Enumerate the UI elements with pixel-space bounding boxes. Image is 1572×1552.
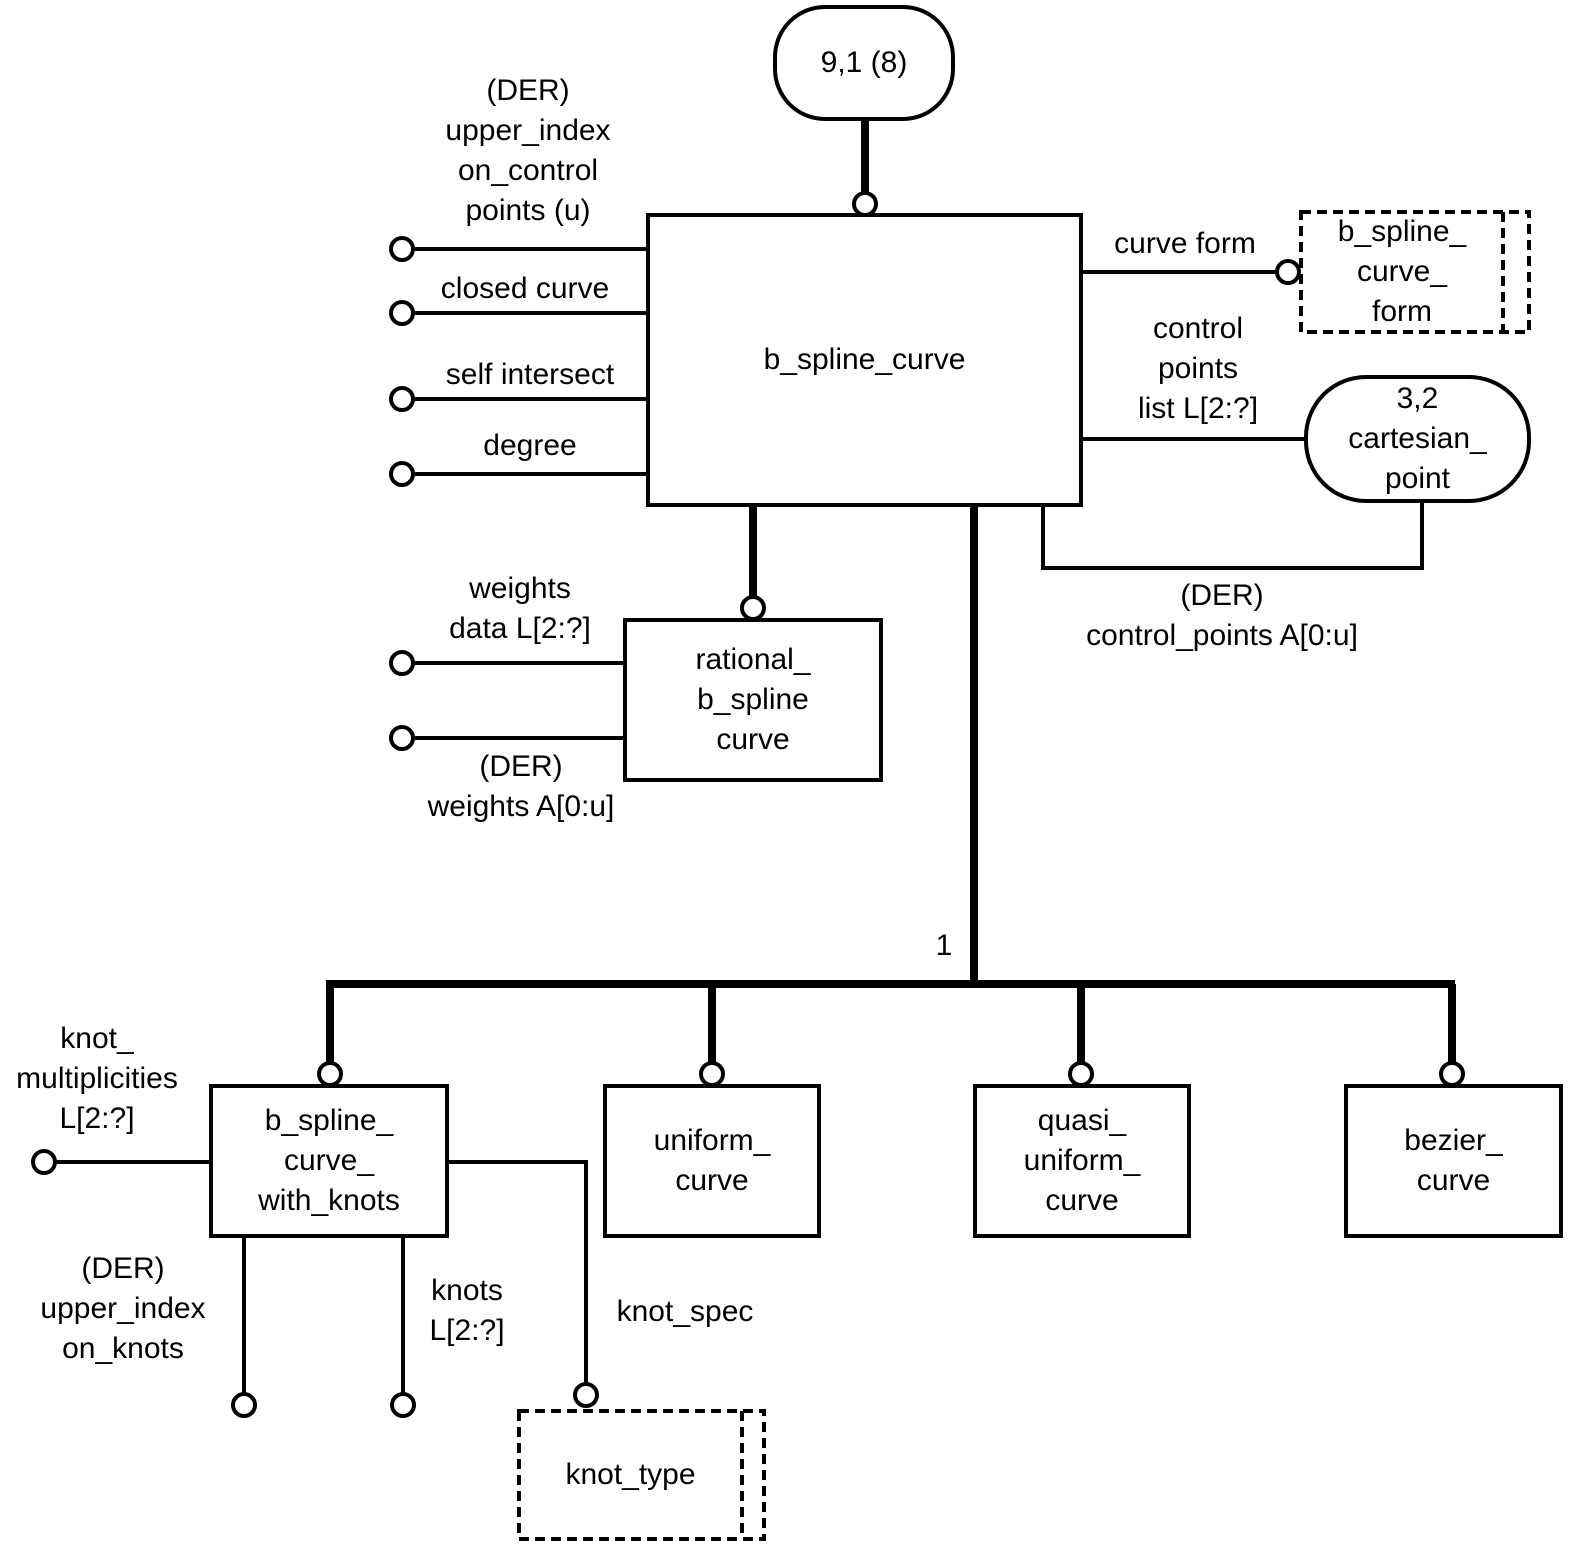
knots-list-label: knots L[2:?] <box>429 1274 505 1347</box>
curve-form-type-box <box>1299 210 1531 334</box>
page-ref-end-circle <box>852 191 878 217</box>
knot-spec-line <box>447 1160 588 1384</box>
weights-data-circle <box>389 650 415 676</box>
knot-multiplicities-label: knot_ multiplicities L[2:?] <box>16 1022 178 1135</box>
curve-form-circle <box>1275 259 1301 285</box>
upper-index-knots-label: (DER) upper_index on_knots <box>40 1252 206 1365</box>
knot-spec-label: knot_spec <box>616 1295 754 1328</box>
self-intersect-circle <box>389 386 415 412</box>
subtype-cardinality: 1 <box>935 929 953 962</box>
b-spline-curve-box <box>646 213 1083 507</box>
subtype-circle-2 <box>699 1061 725 1087</box>
cartesian-point-ref[interactable]: 3,2 cartesian_ point <box>1348 382 1487 495</box>
subtype-quasi-uniform-curve[interactable]: quasi_ uniform_ curve <box>1023 1104 1141 1217</box>
attr-degree-label: degree <box>483 429 577 462</box>
subtype-bezier-curve[interactable]: bezier_ curve <box>1404 1124 1503 1197</box>
degree-circle <box>389 461 415 487</box>
upper-index-circle <box>389 236 415 262</box>
knot-multiplicities-circle <box>31 1149 57 1175</box>
knots-circle <box>390 1392 416 1418</box>
derived-weights-circle <box>389 725 415 751</box>
rational-end-circle <box>740 595 766 621</box>
page-reference[interactable]: 9,1 (8) <box>820 46 908 79</box>
knot-type-box <box>517 1409 766 1541</box>
subtype-circle-1 <box>317 1061 343 1087</box>
derived-weights-label: (DER) weights A[0:u] <box>427 750 615 823</box>
curve-form-label: curve form <box>1114 227 1256 260</box>
attr-self-intersect-label: self intersect <box>445 358 615 391</box>
derived-control-points-label: (DER) control_points A[0:u] <box>1086 579 1358 652</box>
subtype-uniform-curve[interactable]: uniform_ curve <box>653 1124 771 1197</box>
rational-entity-name[interactable]: rational_ b_spline curve <box>695 643 811 756</box>
subtype-box-3 <box>973 1084 1191 1238</box>
subtype-box-2 <box>603 1084 821 1238</box>
curve-form-type[interactable]: b_spline_ curve_ form <box>1337 215 1467 328</box>
attr-closed-curve-label: closed curve <box>440 272 610 305</box>
knot-type[interactable]: knot_type <box>565 1458 696 1491</box>
main-entity-name[interactable]: b_spline_curve <box>763 343 966 376</box>
knot-spec-circle <box>573 1382 599 1408</box>
derived-control-points-line <box>1041 501 1424 570</box>
cartesian-point-oval <box>1304 375 1531 503</box>
control-points-label: control points list L[2:?] <box>1137 312 1259 425</box>
subtype-b-spline-curve-with-knots[interactable]: b_spline_ curve_ with_knots <box>258 1104 400 1217</box>
attr-upper-index-label: (DER) upper_index on_control points (u) <box>445 74 611 227</box>
rational-box <box>623 618 883 782</box>
subtype-box-4 <box>1344 1084 1563 1238</box>
weights-data-label: weights data L[2:?] <box>449 572 591 645</box>
subtype-circle-3 <box>1068 1061 1094 1087</box>
upper-index-knots-circle <box>231 1392 257 1418</box>
subtype-circle-4 <box>1439 1061 1465 1087</box>
closed-curve-circle <box>389 300 415 326</box>
